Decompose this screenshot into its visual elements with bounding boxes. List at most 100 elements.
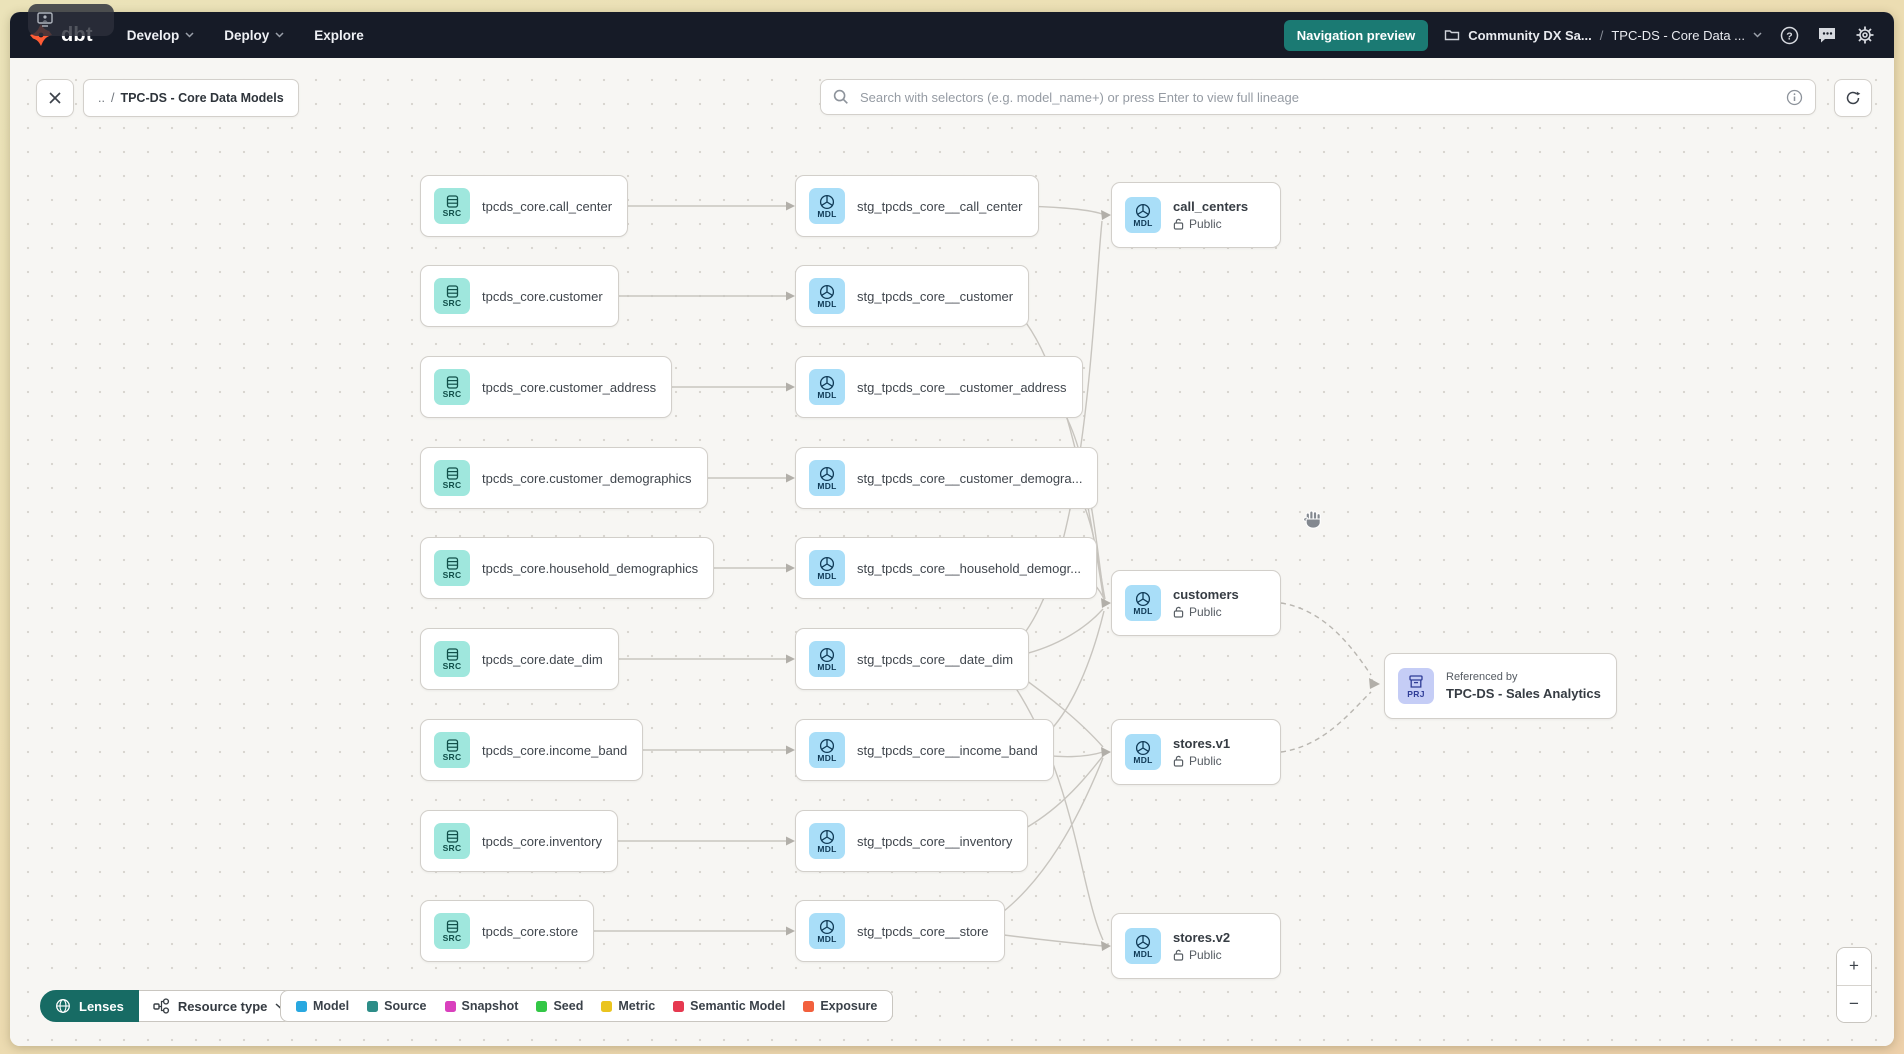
model-badge: MDL: [809, 369, 845, 405]
project-name: TPC-DS - Core Data ...: [1611, 27, 1745, 43]
legend-item: Model: [296, 999, 349, 1013]
node-label: tpcds_core.customer_address: [482, 379, 657, 395]
node-label: tpcds_core.customer: [482, 288, 603, 304]
public-lock-icon: [1173, 755, 1184, 767]
help-icon[interactable]: ?: [1778, 24, 1800, 46]
search-icon: [833, 89, 848, 104]
model-node[interactable]: MDL stg_tpcds_core__household_demogr...: [795, 537, 1098, 599]
referenced-project-node[interactable]: PRJ Referenced by TPC-DS - Sales Analyti…: [1384, 653, 1617, 719]
model-badge: MDL: [809, 732, 845, 768]
nav-develop-label: Develop: [126, 27, 180, 43]
legend-swatch: [536, 1000, 548, 1012]
node-label: stg_tpcds_core__customer_demogra...: [857, 470, 1083, 486]
database-icon: [446, 830, 458, 843]
account-breadcrumb[interactable]: Community DX Sa... / TPC-DS - Core Data …: [1444, 28, 1762, 43]
resource-legend: Model Source Snapshot Seed Metric Semant…: [280, 990, 894, 1022]
model-node[interactable]: MDL stg_tpcds_core__store: [795, 900, 1005, 962]
source-node[interactable]: SRC tpcds_core.customer_address: [420, 356, 673, 418]
source-node[interactable]: SRC tpcds_core.income_band: [420, 719, 644, 781]
breadcrumb-current: TPC-DS - Core Data Models: [120, 91, 284, 105]
model-badge: MDL: [809, 913, 845, 949]
zoom-controls: + −: [1836, 947, 1872, 1023]
source-badge: SRC: [434, 188, 470, 224]
source-node[interactable]: SRC tpcds_core.call_center: [420, 175, 629, 237]
node-label: stg_tpcds_core__store: [857, 923, 989, 939]
model-badge: MDL: [809, 460, 845, 496]
lenses-label: Lenses: [79, 998, 124, 1014]
model-badge: MDL: [809, 188, 845, 224]
source-node[interactable]: SRC tpcds_core.store: [420, 900, 595, 962]
model-badge: MDL: [1125, 928, 1161, 964]
source-node[interactable]: SRC tpcds_core.customer_demographics: [420, 447, 708, 509]
source-badge: SRC: [434, 278, 470, 314]
model-cube-icon: [1135, 740, 1151, 755]
model-node[interactable]: MDL stg_tpcds_core__income_band: [795, 719, 1054, 781]
node-title: stores.v1: [1173, 736, 1231, 751]
model-node[interactable]: MDL stg_tpcds_core__date_dim: [795, 628, 1030, 690]
nav-deploy-label: Deploy: [224, 27, 270, 43]
folder-icon: [1445, 30, 1460, 41]
feedback-icon[interactable]: [1816, 24, 1838, 46]
node-label: tpcds_core.store: [482, 923, 579, 939]
model-node[interactable]: MDL stg_tpcds_core__call_center: [795, 175, 1039, 237]
zoom-in-button[interactable]: +: [1837, 948, 1871, 985]
database-icon: [446, 557, 458, 570]
resource-type-dropdown[interactable]: Resource type: [138, 990, 301, 1022]
nav-deploy[interactable]: Deploy: [224, 28, 284, 43]
lineage-canvas[interactable]: .. / TPC-DS - Core Data Models: [10, 58, 1894, 1046]
legend-item: Seed: [536, 999, 583, 1013]
node-label: tpcds_core.call_center: [482, 198, 613, 214]
public-model-node[interactable]: MDL call_centers Public: [1111, 182, 1281, 248]
project-badge: PRJ: [1398, 668, 1434, 704]
close-icon: [49, 92, 61, 104]
node-title: TPC-DS - Sales Analytics: [1446, 686, 1601, 701]
model-node[interactable]: MDL stg_tpcds_core__inventory: [795, 810, 1029, 872]
model-cube-icon: [819, 194, 835, 209]
legend-swatch: [803, 1000, 815, 1012]
database-icon: [446, 195, 458, 208]
source-badge: SRC: [434, 732, 470, 768]
public-model-node[interactable]: MDL customers Public: [1111, 570, 1281, 636]
node-label: tpcds_core.income_band: [482, 742, 628, 758]
legend-swatch: [601, 1000, 613, 1012]
legend-swatch: [673, 1000, 685, 1012]
navigation-preview-button[interactable]: Navigation preview: [1283, 19, 1429, 51]
source-node[interactable]: SRC tpcds_core.household_demographics: [420, 537, 715, 599]
project-icon: [1409, 674, 1423, 688]
nav-explore[interactable]: Explore: [314, 28, 364, 43]
refresh-lineage-button[interactable]: [1834, 79, 1872, 117]
source-node[interactable]: SRC tpcds_core.customer: [420, 265, 619, 327]
node-label: tpcds_core.household_demographics: [482, 560, 699, 576]
model-node[interactable]: MDL stg_tpcds_core__customer: [795, 265, 1030, 327]
legend-swatch: [367, 1000, 379, 1012]
info-icon[interactable]: [1786, 89, 1803, 106]
search-input[interactable]: [858, 88, 1777, 106]
gear-icon[interactable]: [1854, 24, 1876, 46]
node-label: stg_tpcds_core__household_demogr...: [857, 560, 1082, 576]
lens-controls: Lenses Resource type: [40, 990, 301, 1022]
close-lineage-button[interactable]: [36, 79, 74, 117]
source-node[interactable]: SRC tpcds_core.inventory: [420, 810, 618, 872]
model-cube-icon: [819, 919, 835, 934]
public-model-node[interactable]: MDL stores.v1 Public: [1111, 719, 1281, 785]
lineage-breadcrumb[interactable]: .. / TPC-DS - Core Data Models: [83, 79, 299, 117]
nav-develop[interactable]: Develop: [127, 28, 195, 43]
model-node[interactable]: MDL stg_tpcds_core__customer_address: [795, 356, 1083, 418]
database-icon: [446, 739, 458, 752]
model-badge: MDL: [809, 550, 845, 586]
node-title: call_centers: [1173, 199, 1249, 214]
navbar-right: Navigation preview Community DX Sa... / …: [1283, 19, 1876, 51]
node-label: tpcds_core.date_dim: [482, 651, 603, 667]
zoom-out-button[interactable]: −: [1837, 985, 1871, 1022]
node-label: stg_tpcds_core__customer_address: [857, 379, 1067, 395]
legend-swatch: [444, 1000, 456, 1012]
lenses-button[interactable]: Lenses: [40, 990, 139, 1022]
source-node[interactable]: SRC tpcds_core.date_dim: [420, 628, 619, 690]
breadcrumb-sep: /: [110, 91, 115, 105]
model-node[interactable]: MDL stg_tpcds_core__customer_demogra...: [795, 447, 1099, 509]
legend-label: Metric: [618, 999, 656, 1013]
resource-type-label: Resource type: [177, 998, 268, 1014]
public-model-node[interactable]: MDL stores.v2 Public: [1111, 913, 1281, 979]
node-visibility: Public: [1173, 605, 1239, 619]
screen-share-icon: [37, 12, 53, 27]
